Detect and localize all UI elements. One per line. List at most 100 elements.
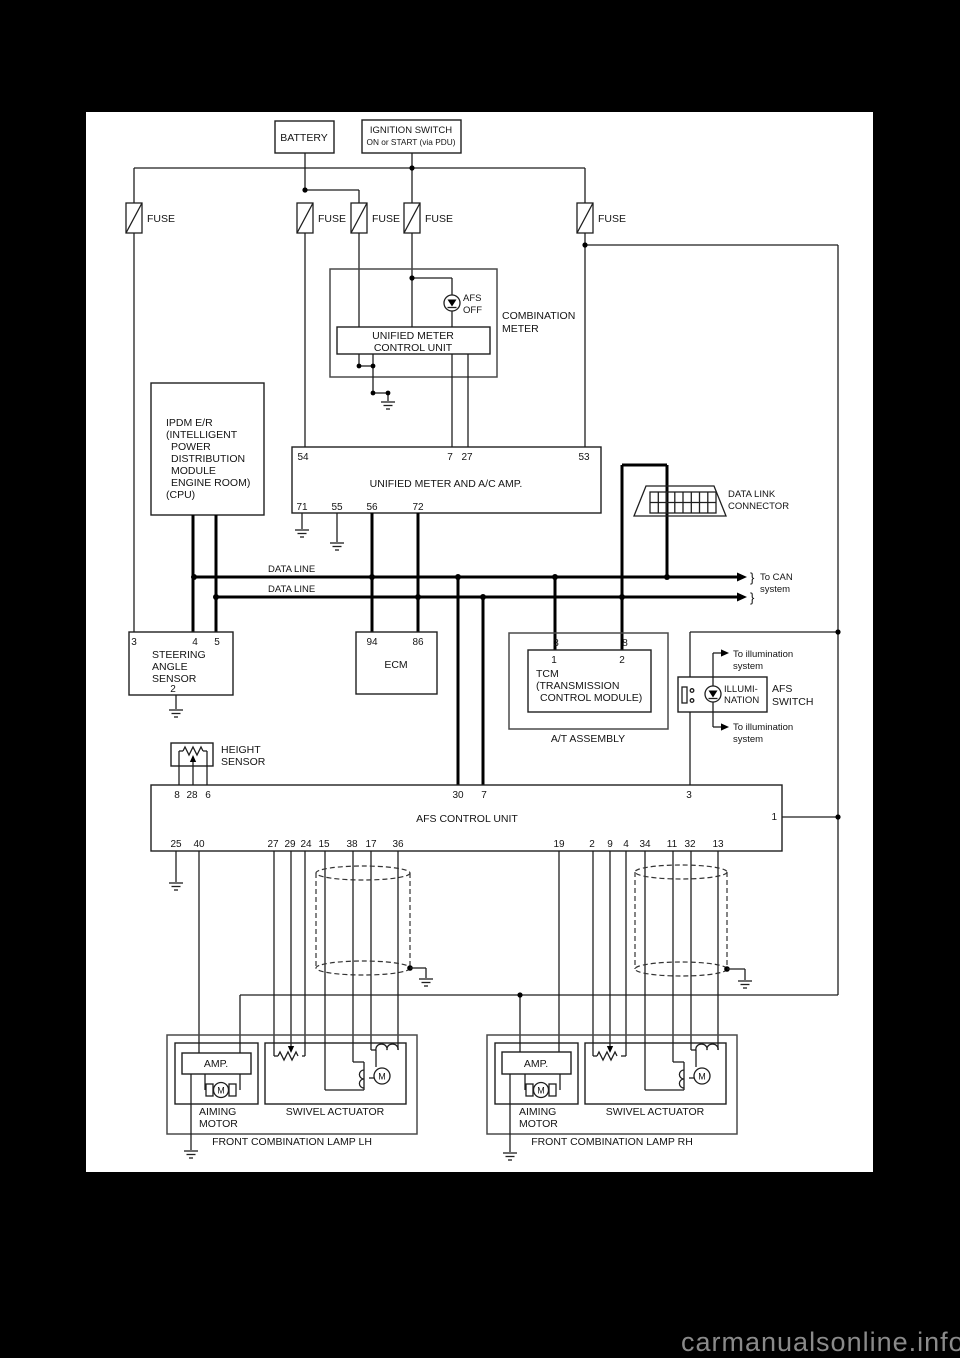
- swivel-motor-lh-letter: M: [378, 1072, 386, 1082]
- umaa-pin-7: 7: [447, 452, 453, 463]
- aiming-motor-lh-icon: [212, 1081, 230, 1099]
- swivel-actuator-rh-label: SWIVEL ACTUATOR: [606, 1106, 705, 1118]
- data-line-label-2: DATA LINE: [268, 584, 315, 595]
- aiming-motor-rh-icon: [532, 1081, 550, 1099]
- to-can-label-1: To CAN: [760, 572, 793, 583]
- height-sensor-label-1: HEIGHT: [221, 744, 261, 756]
- fuse-output-wiring: [133, 233, 839, 995]
- ipdm-box: IPDM E/R (INTELLIGENT POWER DISTRIBUTION…: [150, 382, 265, 632]
- aiming-motor-lh-label-2: MOTOR: [199, 1118, 238, 1130]
- afs-pin-3: 3: [686, 790, 692, 801]
- tcm-label-2: (TRANSMISSION: [536, 680, 619, 692]
- to-illum-top-2: system: [733, 661, 763, 672]
- afs-pin-13: 13: [712, 839, 724, 850]
- can-data-lines: DATA LINE DATA LINE } } To CAN system: [191, 564, 793, 785]
- amp-lh-label: AMP.: [204, 1058, 228, 1070]
- afs-pin-25: 25: [170, 839, 182, 850]
- lamp-rh-label: FRONT COMBINATION LAMP RH: [531, 1136, 693, 1148]
- umaa-pin-71: 71: [296, 502, 308, 513]
- afs-pin-11: 11: [667, 839, 678, 850]
- afs-pin-2: 2: [589, 839, 595, 850]
- connector-outline-icon: [633, 485, 727, 517]
- to-illum-bottom-1: To illumination: [733, 722, 793, 733]
- to-illum-bottom-2: system: [733, 734, 763, 745]
- sas-label-1: STEERING: [152, 649, 206, 661]
- ecm-label: ECM: [384, 659, 407, 671]
- aiming-motor-rh-label-2: MOTOR: [519, 1118, 558, 1130]
- afs-pin-7: 7: [481, 790, 487, 801]
- ipdm-line-1: IPDM E/R: [166, 417, 213, 429]
- afs-pin-8: 8: [174, 790, 180, 801]
- umaa-pin-54: 54: [297, 452, 309, 463]
- fuse-3-label: FUSE: [372, 213, 400, 225]
- data-link-connector: DATA LINK CONNECTOR: [620, 463, 789, 650]
- illumi-label-1: ILLUMI-: [724, 684, 758, 695]
- tcm-pin-1: 1: [551, 655, 557, 666]
- coil-rh-vert-icon: [678, 1069, 685, 1089]
- fuse-4: FUSE: [403, 202, 453, 234]
- battery-label: BATTERY: [280, 132, 327, 144]
- ecm-pin-86: 86: [412, 637, 424, 648]
- swivel-motor-rh-icon: [693, 1067, 711, 1085]
- ignition-label-2: ON or START (via PDU): [367, 137, 456, 147]
- umaa-pin-72: 72: [412, 502, 424, 513]
- afs-pin-27b: 27: [267, 839, 279, 850]
- umaa-box: 54 7 27 53 UNIFIED METER AND A/C AMP. 71…: [291, 446, 602, 514]
- afs-pin-17: 17: [365, 839, 377, 850]
- umaa-pin-56: 56: [366, 502, 378, 513]
- afs-cu-label: AFS CONTROL UNIT: [416, 813, 518, 825]
- afs-pin-32: 32: [684, 839, 696, 850]
- supply-wiring: [133, 153, 586, 203]
- brace-2: }: [750, 590, 755, 605]
- fuse-5-label: FUSE: [598, 213, 626, 225]
- watermark: carmanualsonline.info: [681, 1327, 960, 1357]
- aiming-motor-rh-label-1: AIMING: [519, 1106, 556, 1118]
- fuse-2: FUSE: [296, 202, 346, 234]
- afs-pin-15: 15: [318, 839, 330, 850]
- shield-rh: [634, 864, 753, 989]
- coil-rh-icon: [695, 1043, 719, 1051]
- combination-meter: AFS OFF UNIFIED METER CONTROL UNIT COMBI…: [329, 268, 575, 447]
- swivel-motor-rh-letter: M: [698, 1072, 706, 1082]
- height-sensor: HEIGHT SENSOR: [170, 742, 266, 785]
- sas-pin-5: 5: [214, 637, 220, 648]
- illumi-label-2: NATION: [724, 695, 759, 706]
- shield-lh: [315, 865, 434, 987]
- aiming-motor-rh-letter: M: [537, 1086, 545, 1096]
- tcm-label-3: CONTROL MODULE): [540, 692, 642, 704]
- ipdm-line-6: ENGINE ROOM): [171, 477, 250, 489]
- swivel-motor-lh-icon: [373, 1067, 391, 1085]
- to-illum-top-1: To illumination: [733, 649, 793, 660]
- tcm-pin-2: 2: [619, 655, 625, 666]
- lamp-lh-label: FRONT COMBINATION LAMP LH: [212, 1136, 372, 1148]
- umaa-pin-55: 55: [331, 502, 343, 513]
- afs-pin-6: 6: [205, 790, 211, 801]
- umaa-pin-27: 27: [461, 452, 473, 463]
- sas-pin-4: 4: [192, 637, 198, 648]
- swivel-pot-rh-icon: [596, 1050, 618, 1062]
- afs-pin-30: 30: [452, 790, 464, 801]
- fuse-5: FUSE: [576, 202, 626, 234]
- umcu-label-2: CONTROL UNIT: [374, 342, 453, 354]
- dlc-label-2: CONNECTOR: [728, 501, 789, 512]
- sas-pin-3: 3: [131, 637, 137, 648]
- fuse-2-label: FUSE: [318, 213, 346, 225]
- dlc-label-1: DATA LINK: [728, 489, 776, 500]
- ignition-label-1: IGNITION SWITCH: [370, 125, 452, 136]
- aiming-motor-lh-label-1: AIMING: [199, 1106, 236, 1118]
- afs-switch-label-2: SWITCH: [772, 696, 813, 708]
- afs-pin-19: 19: [553, 839, 565, 850]
- amp-rh-label: AMP.: [524, 1058, 548, 1070]
- potentiometer-icon: [182, 745, 204, 757]
- at-assembly-label: A/T ASSEMBLY: [551, 733, 625, 745]
- afs-pin-1: 1: [771, 812, 777, 823]
- afs-pin-9: 9: [607, 839, 613, 850]
- steering-angle-sensor: 3 4 5 STEERING ANGLE SENSOR 2: [128, 631, 234, 718]
- ipdm-line-2: (INTELLIGENT: [166, 429, 238, 441]
- to-can-label-2: system: [760, 584, 790, 595]
- afs-pin-38: 38: [346, 839, 358, 850]
- afs-control-unit: 8 28 6 30 7 3 AFS CONTROL UNIT 1 25 40 2…: [150, 784, 841, 852]
- front-combination-lamp-lh: AMP. M AIMING MOTOR M SWIVEL ACTUATOR FR…: [166, 1034, 418, 1159]
